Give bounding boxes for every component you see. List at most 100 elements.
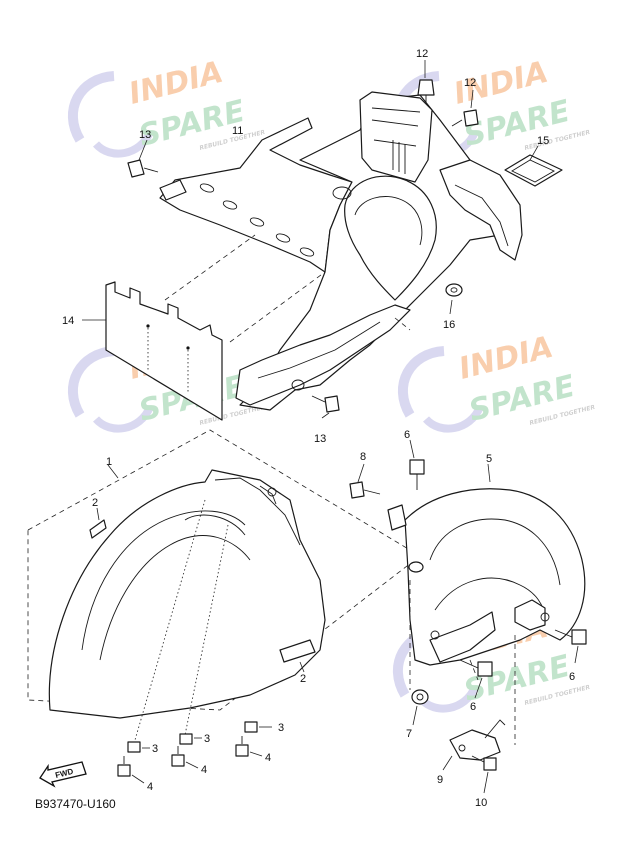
emblem-part-2: [89, 507, 107, 539]
screw-part-3: [127, 741, 150, 753]
pocket-ribs: [392, 140, 406, 174]
callout-7: 7: [406, 728, 412, 740]
leader-13: [138, 139, 148, 161]
bolt-part-4: [235, 736, 263, 757]
callout-4: 4: [147, 781, 153, 793]
fwd-label: FWD: [54, 767, 74, 780]
fender-stay: [214, 477, 301, 546]
leader-6: [474, 677, 483, 699]
nut-body: [445, 283, 463, 297]
callout-5: 5: [486, 453, 492, 465]
leader-15: [529, 145, 539, 161]
leader-7: [412, 705, 418, 726]
leader-4: [185, 761, 199, 769]
panel-hole: [186, 346, 190, 350]
leader-2: [96, 507, 100, 521]
splash-panel: [105, 281, 223, 421]
strake-hole: [291, 379, 305, 391]
callout-13: 13: [139, 129, 151, 141]
leader-9: [442, 755, 453, 771]
alignment-line: [394, 317, 411, 331]
callout-1: 1: [106, 456, 112, 468]
screw-head: [409, 459, 425, 475]
bolt-part-8: [349, 463, 381, 499]
callout-13: 13: [314, 433, 326, 445]
washer-hole: [416, 693, 424, 701]
bolt-shank: [143, 167, 159, 173]
leader-5: [487, 463, 491, 483]
callout-3: 3: [204, 733, 210, 745]
alignment-line: [229, 271, 326, 343]
fender-bracket: [259, 485, 277, 505]
inner-fender-part-11: [159, 91, 523, 411]
rubber-plate: [504, 154, 563, 187]
fender-ridge: [434, 577, 546, 621]
bolt-head: [324, 395, 340, 413]
wheel-arch-opening: [344, 175, 437, 301]
slot-hole: [275, 233, 291, 243]
leader-6: [574, 645, 579, 664]
plate-part-15: [504, 145, 563, 187]
screw-head: [463, 109, 479, 127]
callout-3: 3: [152, 743, 158, 755]
slot-hole: [222, 200, 238, 210]
leader-2: [299, 661, 305, 673]
bolt-shank: [471, 755, 485, 763]
inner-fender-flange: [159, 117, 353, 273]
washer-part-7: [411, 689, 429, 726]
nut-hole: [450, 287, 458, 293]
screw-part-6: [409, 439, 425, 490]
rubber-plate-inner: [511, 159, 555, 183]
bracket-arm: [484, 719, 506, 739]
leader-10: [483, 771, 489, 794]
arch-hole: [332, 186, 352, 200]
callout-3: 3: [278, 722, 284, 734]
leader-16: [449, 299, 453, 315]
diagram-code: B937470-U160: [35, 797, 116, 811]
watermark: INDIA SPARE REBUILD TOGETHER: [73, 55, 266, 154]
flange-slots: [199, 183, 315, 257]
slot-hole: [299, 247, 315, 257]
callout-16: 16: [443, 319, 455, 331]
bolt-head: [235, 744, 249, 757]
bolt-shank: [363, 489, 381, 495]
screw-part-12: [417, 60, 435, 102]
callout-9: 9: [437, 774, 443, 786]
forward-direction-indicator: FWD: [39, 761, 87, 788]
emblem-part-2: [279, 639, 316, 673]
rear-wing: [439, 159, 523, 261]
callout-6: 6: [569, 671, 575, 683]
bolt-head: [171, 754, 185, 767]
screw-part-12: [451, 89, 479, 127]
callout-4: 4: [201, 764, 207, 776]
bracket-hole: [458, 744, 466, 752]
bolt-head: [483, 757, 497, 771]
leader-4: [249, 751, 263, 757]
leader-8: [357, 463, 365, 483]
fender-boss: [514, 599, 546, 631]
leader-1: [107, 464, 119, 479]
callout-15: 15: [537, 135, 549, 147]
callout-6: 6: [470, 701, 476, 713]
screw-head: [571, 629, 587, 645]
callout-10: 10: [475, 797, 487, 809]
callout-4: 4: [265, 752, 271, 764]
callout-14: 14: [62, 315, 74, 327]
pocket-lines: [371, 107, 421, 147]
rear-pocket: [359, 91, 433, 183]
fender-grommet: [408, 561, 424, 573]
leader-4: [131, 774, 145, 784]
mount-tab: [159, 179, 187, 201]
callout-2: 2: [300, 673, 306, 685]
rear-fender-body: [404, 488, 586, 666]
fender-lower-skirt: [429, 611, 496, 663]
stay-bracket: [449, 729, 501, 761]
fastener-axis: [134, 499, 206, 741]
fender-ridge: [429, 518, 561, 586]
bolt-head: [349, 481, 365, 499]
fender-ridge: [81, 510, 246, 651]
alignment-line: [469, 659, 479, 681]
screw-shank: [554, 629, 573, 638]
screw-head: [127, 741, 141, 753]
washer-ring: [411, 689, 429, 705]
